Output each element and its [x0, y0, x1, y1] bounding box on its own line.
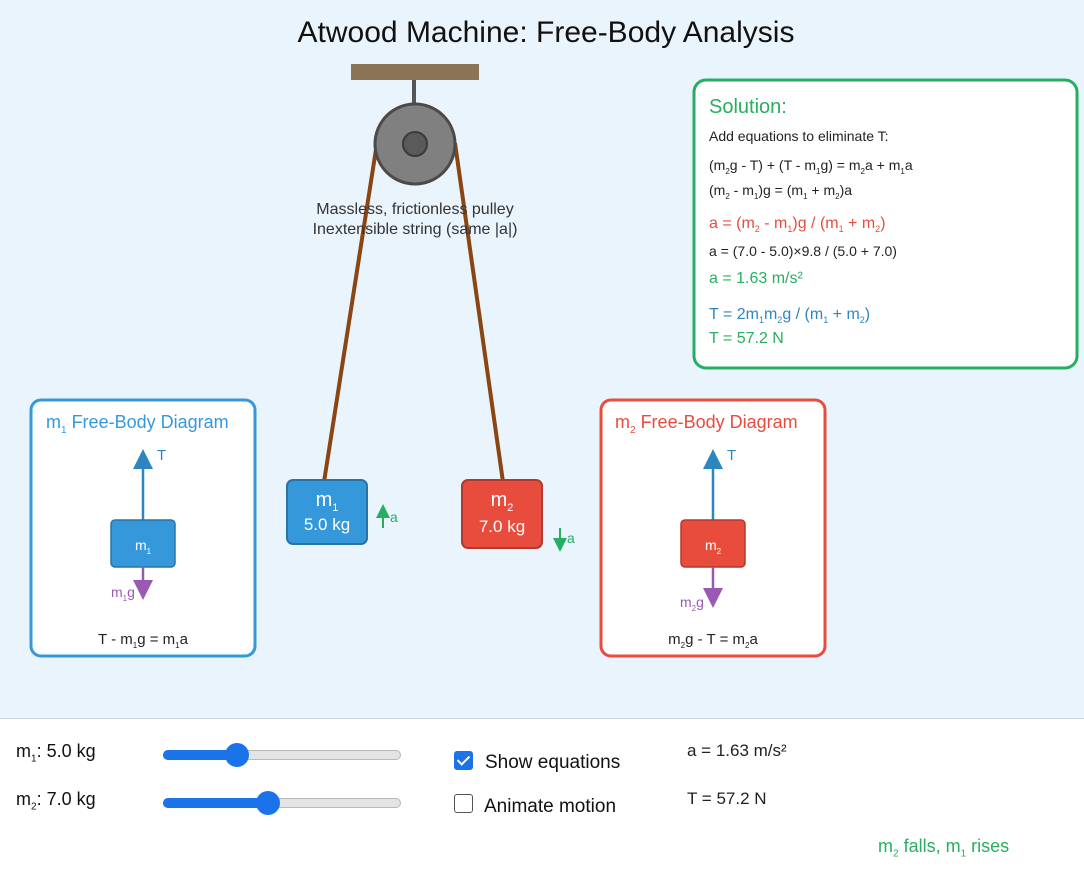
acceleration-readout: a = 1.63 m/s²: [687, 741, 787, 760]
solution-formula-a: a = (m2 - m1)g / (m1 + m2): [709, 215, 886, 234]
solution-panel: Solution: Add equations to eliminate T: …: [692, 78, 1079, 370]
block-m1-mass: 5.0 kg: [304, 515, 350, 534]
pulley-note-1: Massless, frictionless pulley: [316, 201, 513, 218]
motion-status: m2 falls, m1 rises: [878, 836, 1010, 860]
block-m1: [286, 479, 368, 545]
page-title: Atwood Machine: Free-Body Analysis: [298, 16, 795, 49]
fbd-m2-panel: m2 Free-Body Diagram T m2 m2g m2g - T = …: [599, 398, 827, 658]
fbd-m2-block-label: m2: [705, 537, 722, 556]
solution-line-2: (m2 - m1)g = (m1 + m2)a: [709, 182, 852, 201]
m1-mass-label: m1: 5.0 kg: [16, 741, 96, 765]
fbd-m2-title: m2 Free-Body Diagram: [615, 412, 798, 436]
tension-readout: T = 57.2 N: [687, 789, 767, 808]
solution-intro: Add equations to eliminate T:: [709, 128, 889, 144]
m1-mass-slider[interactable]: [163, 743, 401, 767]
block-m2: [461, 479, 543, 549]
solution-result-t: T = 57.2 N: [709, 330, 784, 347]
block-m2-label: m2: [491, 489, 514, 514]
solution-substitution: a = (7.0 - 5.0)×9.8 / (5.0 + 7.0): [709, 243, 897, 259]
m2-mass-label: m2: 7.0 kg: [16, 789, 96, 813]
rope-left: [322, 142, 379, 483]
tension-label-m1: T: [157, 447, 166, 464]
accel-label-m2: a: [567, 530, 575, 546]
pulley-note-2: Inextensible string (same |a|): [313, 221, 518, 238]
ceiling-mount: [351, 64, 479, 80]
control-panel: m1: 5.0 kg m2: 7.0 kg Show equations Ani…: [0, 718, 1084, 879]
solution-line-1: (m2g - T) + (T - m1g) = m2a + m1a: [709, 157, 913, 176]
m1-slider-thumb[interactable]: [225, 743, 249, 767]
pulley-axle-rod: [412, 80, 416, 106]
show-equations-label[interactable]: Show equations: [485, 752, 621, 773]
m2-slider-thumb[interactable]: [256, 791, 280, 815]
fbd-m1-title: m1 Free-Body Diagram: [46, 412, 229, 436]
fbd-m1-block-label: m1: [135, 537, 152, 556]
fbd-m1-equation: T - m1g = m1a: [98, 631, 189, 650]
weight-label-m2: m2g: [680, 594, 704, 613]
simulation-canvas: Atwood Machine: Free-Body Analysis Massl…: [0, 0, 1084, 718]
solution-formula-t: T = 2m1m2g / (m1 + m2): [709, 306, 870, 325]
fbd-m2-equation: m2g - T = m2a: [668, 631, 758, 650]
atwood-diagram: Atwood Machine: Free-Body Analysis Massl…: [29, 16, 1079, 658]
fbd-m1-panel: m1 Free-Body Diagram T m1 m1g T - m1g = …: [29, 398, 257, 658]
animate-motion-label[interactable]: Animate motion: [484, 796, 617, 817]
block-m1-label: m1: [316, 489, 339, 514]
rope-right: [453, 142, 505, 483]
block-m2-mass: 7.0 kg: [479, 517, 525, 536]
show-equations-checkbox[interactable]: [454, 751, 473, 770]
m2-slider-fill: [163, 798, 268, 808]
pulley-hub: [402, 131, 428, 157]
weight-label-m1: m1g: [111, 584, 135, 603]
m1-slider-fill: [163, 750, 237, 760]
solution-heading: Solution:: [709, 96, 787, 118]
solution-result-a: a = 1.63 m/s²: [709, 270, 803, 287]
tension-label-m2: T: [727, 447, 736, 464]
m2-mass-slider[interactable]: [163, 791, 401, 815]
animate-motion-checkbox[interactable]: [454, 794, 473, 813]
accel-label-m1: a: [390, 509, 398, 525]
